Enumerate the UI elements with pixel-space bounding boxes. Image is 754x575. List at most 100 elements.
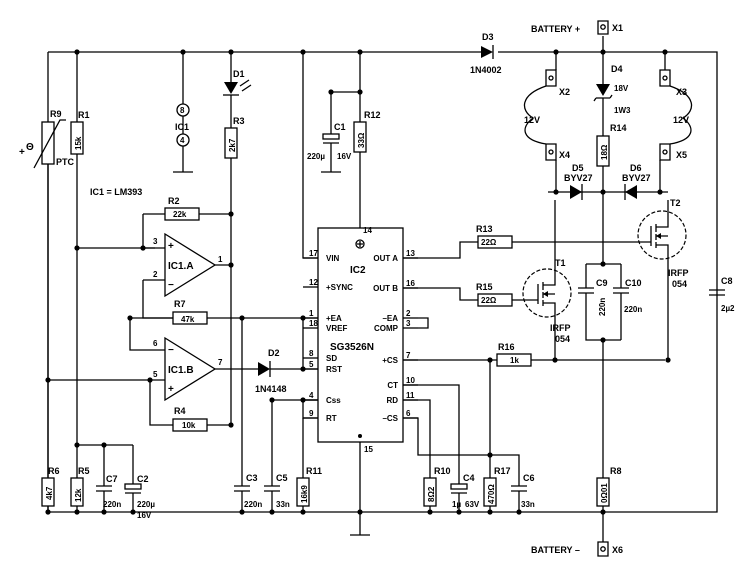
ic2-ea-comp-tie [418, 317, 429, 329]
ic2-right-pin-label: COMP [374, 324, 399, 333]
resistor-r13: R13 22Ω [403, 224, 640, 259]
t1-ref: T1 [555, 258, 566, 268]
capacitor-c8: C8 2µ2 [709, 276, 735, 313]
junction-dot [130, 509, 136, 515]
c7-value: 220n [103, 500, 121, 509]
bulb-left-volt: 12V [524, 115, 540, 125]
ic2-left-pin-label: Css [326, 396, 341, 405]
ic2-right-pin-number: 6 [406, 409, 411, 418]
ic2-sg3526n: 14 IC2 SG3526N 15 17VIN12+SYNC1+EA18VREF… [303, 226, 429, 536]
r15-value: 22Ω [481, 296, 497, 305]
d6-ref: D6 [630, 163, 642, 173]
ic2-right-pin-number: 3 [406, 319, 411, 328]
resistor-r5: R5 12k [70, 466, 90, 512]
battery-minus-terminal: BATTERY – X6 [531, 541, 623, 557]
wire-bulb-supply [555, 52, 666, 70]
wire-c9-c10 [586, 192, 621, 265]
c8-ref: C8 [721, 276, 733, 286]
x2-label: X2 [559, 87, 570, 97]
c4-value: 1µ [452, 500, 461, 509]
svg-text:+: + [168, 241, 174, 252]
opamp-ic1b: IC1.B − + 6 5 7 [153, 336, 258, 402]
junction-dot [101, 442, 107, 448]
resistor-r11: R11 16k9 [296, 418, 322, 512]
ic2-right-pin-label: +CS [382, 356, 398, 365]
ic1-pin4: 4 [180, 136, 185, 145]
c2-ref: C2 [137, 474, 149, 484]
junction-dot [45, 509, 51, 515]
junction-dot [228, 422, 234, 428]
ic2-right-pin-label: –EA [382, 314, 398, 323]
resistor-r6: R6 4k7 [41, 380, 60, 512]
r12-value: 33Ω [357, 132, 366, 148]
ptc-r9: R9 PTC + Θ [19, 109, 75, 380]
battery-minus-label: BATTERY – [531, 545, 580, 555]
r13-ref: R13 [476, 224, 493, 234]
ic1b-pin5: 5 [153, 370, 158, 379]
junction-dot [427, 509, 433, 515]
ic2-left-pin-number: 8 [309, 349, 314, 358]
c6-ref: C6 [523, 473, 535, 483]
wire-css-rt [302, 399, 318, 419]
ic2-right-pin-label: CT [387, 381, 398, 390]
c10-value: 220n [624, 305, 642, 314]
ptc-theta-symbol: Θ [26, 142, 34, 153]
junction-dot [487, 357, 493, 363]
junction-dot [600, 189, 606, 195]
ic1-note: IC1 = LM393 [90, 187, 142, 197]
ic2-right-pin-number: 7 [406, 351, 411, 360]
junction-dot [357, 49, 363, 55]
r17-ref: R17 [494, 466, 511, 476]
capacitor-c4: C4 1µ 63V [403, 384, 480, 512]
r14-ref: R14 [610, 123, 627, 133]
junction-dot [74, 509, 80, 515]
junction-dot [101, 509, 107, 515]
ic2-left-pin-number: 17 [309, 249, 318, 258]
t1-type: IRFP [550, 323, 571, 333]
junction-dot [45, 377, 51, 383]
ptc-plus-sign: + [19, 147, 25, 158]
t2-type: IRFP [668, 268, 689, 278]
ic2-right-pin-number: 10 [406, 376, 415, 385]
junction-dot [300, 366, 306, 372]
c1-voltage: 16V [337, 152, 352, 161]
ic2-left-pin-number: 1 [309, 309, 314, 318]
r3-ref: R3 [233, 116, 245, 126]
c10-ref: C10 [625, 278, 642, 288]
r2-ref: R2 [168, 196, 180, 206]
junction-dot [456, 509, 462, 515]
x3-label: X3 [676, 87, 687, 97]
supply-rails [47, 36, 718, 542]
junction-dots [45, 49, 671, 515]
junction-dot [127, 315, 133, 321]
junction-dot [357, 509, 363, 515]
ic1b-name: IC1.B [168, 365, 194, 376]
junction-dot [516, 509, 522, 515]
c7-ref: C7 [106, 474, 118, 484]
ic2-left-pin-label: VREF [326, 324, 347, 333]
junction-dot [269, 509, 275, 515]
diode-d6: D6 BYV27 [622, 163, 651, 200]
t1-num: 054 [555, 334, 570, 344]
ic2-left-pin-label: RT [326, 414, 337, 423]
ic2-right-pin-number: 13 [406, 249, 415, 258]
diode-d3: D3 1N4002 [470, 32, 502, 75]
diode-d2: D2 1N4148 [255, 348, 303, 394]
r1-ref: R1 [78, 110, 90, 120]
svg-text:−: − [168, 280, 174, 291]
zener-d4: D4 18V 1W3 [593, 52, 631, 115]
ic2-left-pin-number: 18 [309, 319, 318, 328]
c2-value: 220µ [137, 500, 155, 509]
d5-type: BYV27 [564, 173, 593, 183]
ic1a-name: IC1.A [168, 261, 194, 272]
ic2-right-pin-label: OUT B [373, 284, 398, 293]
battery-plus-label: BATTERY + [531, 24, 580, 34]
junction-dot [147, 377, 153, 383]
capacitor-c9: C9 220n [578, 264, 621, 341]
d6-type: BYV27 [622, 173, 651, 183]
ic2-left-pin-number: 4 [309, 391, 314, 400]
ic1a-pin3: 3 [153, 237, 158, 246]
t2-num: 054 [672, 279, 687, 289]
d3-type: 1N4002 [470, 65, 502, 75]
